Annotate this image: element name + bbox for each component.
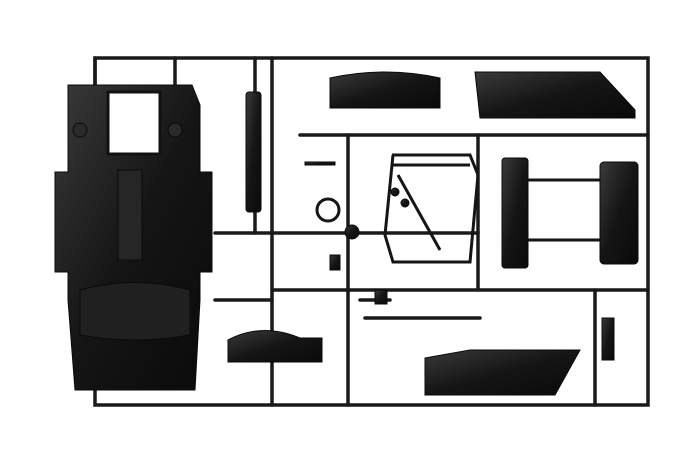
radiator-part xyxy=(501,157,529,269)
floor-panel-part xyxy=(474,71,636,119)
end-panel-part xyxy=(599,161,639,265)
lower-panel-part xyxy=(424,349,581,396)
seat-base-part xyxy=(227,329,323,363)
model-parts xyxy=(54,71,639,396)
side-rail-part xyxy=(245,91,262,213)
roll-cage-part xyxy=(383,153,480,264)
seat-part xyxy=(329,71,441,109)
bracket-part xyxy=(601,317,615,361)
steering-wheel-part xyxy=(315,197,341,223)
